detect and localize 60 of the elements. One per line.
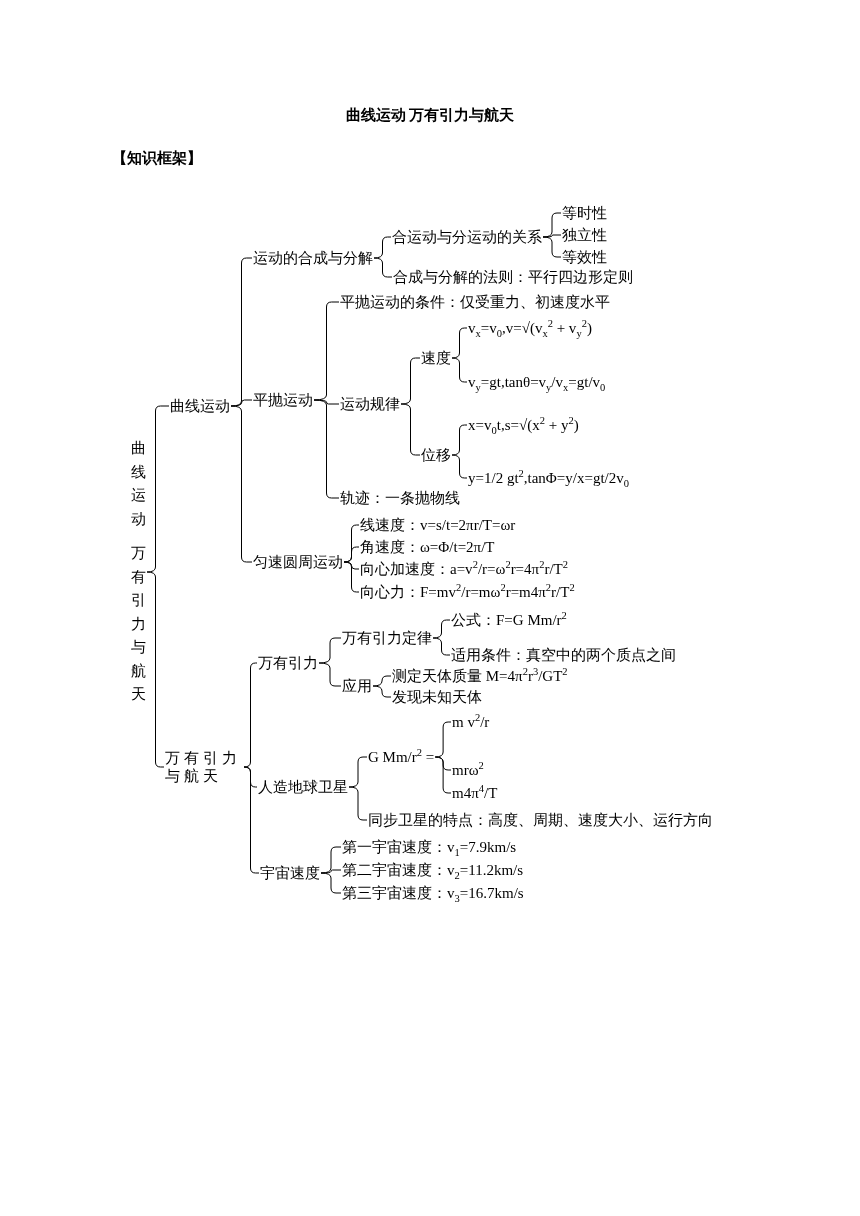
branch-label: 万有引力定律 (342, 629, 432, 647)
brace-connector (320, 869, 342, 874)
condition-text: 适用条件：真空中的两个质点之间 (451, 646, 676, 664)
brace-connector (451, 454, 468, 479)
property-text: 等时性 (562, 204, 607, 222)
brace-connector (243, 662, 258, 768)
formula-text: y=1/2 gt$^{2}$,tanΦ=y/x=gt/2v$_{0}$ (468, 469, 629, 487)
formula-text: m v$^{2}$/r (452, 713, 490, 731)
section-heading: 【知识框架】 (112, 149, 202, 167)
brace-connector (372, 685, 392, 698)
branch-label: 速度 (421, 349, 451, 367)
formula-text: m4π$^{4}$/T (452, 784, 498, 802)
rule-text: 合成与分解的法则：平行四边形定则 (393, 268, 633, 286)
branch-label: 人造地球卫星 (258, 778, 348, 796)
branch-label: 万有引力与航天 (165, 749, 243, 785)
brace-connector (373, 257, 393, 278)
formula-text: 测定天体质量 M=4π$^{2}$r$^{3}$/GT$^{2}$ (392, 667, 568, 685)
branch-label: 运动规律 (340, 395, 400, 413)
brace-connector (230, 399, 253, 407)
branch-label: 匀速圆周运动 (253, 553, 343, 571)
formula-text: 第一宇宙速度：v$_{1}$=7.9km/s (342, 838, 517, 856)
root-topic: 曲线运动 万有引力与航天 (131, 437, 146, 707)
formula-text: 公式：F=G Mm/r$^{2}$ (451, 611, 567, 629)
branch-label: 平抛运动 (253, 391, 313, 409)
formula-text: G Mm/r$^{2}$ = (368, 748, 435, 766)
brace-connector (542, 236, 562, 258)
formula-text: 第二宇宙速度：v$_{2}$=11.2km/s (342, 861, 524, 879)
leaf-text: 轨迹：一条抛物线 (340, 489, 460, 507)
brace-connector (320, 872, 342, 894)
property-text: 独立性 (562, 226, 607, 244)
formula-text: 向心力：F=mv$^{2}$/r=mω$^{2}$r=m4π$^{2}$r/T$^{2}$ (360, 583, 575, 601)
leaf-text: 发现未知天体 (392, 688, 482, 706)
formula-text: v$_{x}$=v$_{0}$,v=√(v$_{x}$$^{2}$ + v$_{y}$$^{2}$) (468, 319, 592, 337)
branch-label: 曲线运动 (170, 397, 230, 415)
formula-text: v$_{y}$=gt,tanθ=v$_{y}$/v$_{x}$=gt/v$_{0}$ (468, 373, 606, 391)
page-title: 曲线运动 万有引力与航天 (345, 107, 515, 123)
brace-connector (432, 637, 451, 656)
formula-text: 向心加速度：a=v$^{2}$/r=ω$^{2}$r=4π$^{2}$r/T$^{2}$ (360, 560, 568, 578)
formula-text: 角速度：ω=Φ/t=2π/T (360, 538, 495, 556)
branch-label: 合运动与分运动的关系 (392, 228, 542, 246)
branch-label: 运动的合成与分解 (253, 249, 373, 267)
brace-connector (373, 236, 392, 259)
branch-label: 应用 (342, 677, 372, 695)
brace-connector (432, 619, 451, 639)
brace-connector (343, 561, 360, 593)
condition-text: 平抛运动的条件：仅受重力、初速度水平 (340, 293, 610, 311)
formula-text: 第三宇宙速度：v$_{3}$=16.7km/s (342, 884, 524, 902)
brace-connector (451, 357, 468, 383)
formula-text: mrω$^{2}$ (452, 761, 484, 779)
leaf-text: 同步卫星的特点：高度、周期、速度大小、运行方向 (368, 811, 713, 829)
brace-connector (372, 675, 392, 687)
brace-connector (434, 756, 452, 794)
branch-label: 万有引力 (258, 654, 318, 672)
formula-text: x=v$_{0}$t,s=√(x$^{2}$ + y$^{2}$) (468, 416, 579, 434)
formula-text: 线速度：v=s/t=2πr/T=ωr (360, 516, 516, 534)
branch-label: 位移 (421, 446, 451, 464)
property-text: 等效性 (562, 248, 607, 266)
brace-connector (542, 234, 562, 238)
branch-label: 宇宙速度 (260, 864, 320, 882)
brace-connector (343, 546, 360, 563)
